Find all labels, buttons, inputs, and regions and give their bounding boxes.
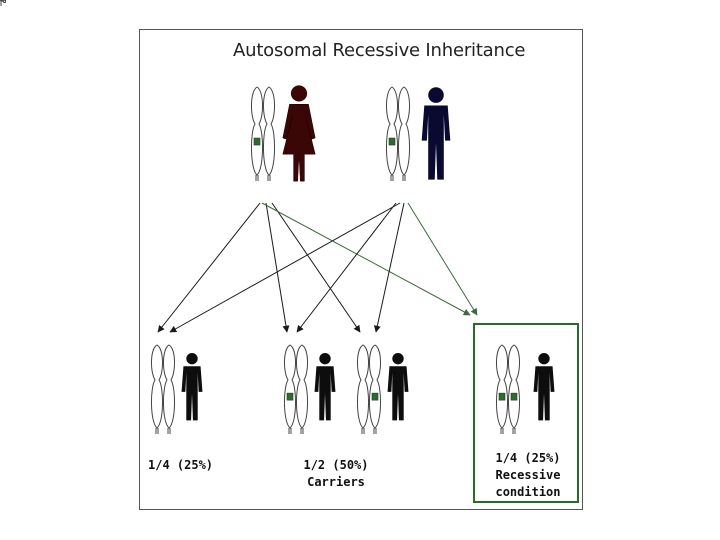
c4-fig-body <box>533 366 555 421</box>
c3-chromo-a <box>357 344 369 429</box>
c3-chromo-b <box>369 344 381 429</box>
father-chromo-a <box>386 86 398 176</box>
mother-fig-head <box>290 85 308 102</box>
father-fig-head <box>428 87 444 103</box>
arrow-mother-to-child-4 <box>261 202 471 316</box>
offspring-3-figure-icon <box>387 352 409 421</box>
label-carriers: 1/2 (50%) Carriers <box>296 457 376 491</box>
c1-fig-body <box>181 366 203 421</box>
c2-chromo-a <box>284 344 296 429</box>
c3-chromo-b-allele-marker <box>371 392 379 401</box>
c4-chromo-a <box>496 344 508 429</box>
arrow-father-to-child-2 <box>296 202 397 333</box>
father-chromo-b <box>398 86 410 176</box>
offspring-2-chromosomes <box>284 344 308 434</box>
mother-chromo-a-allele-marker <box>253 137 261 146</box>
male-figure-icon <box>421 87 451 180</box>
arrow-mother-to-child-1 <box>157 202 261 333</box>
c4-chromo-a-allele-marker <box>498 392 506 401</box>
c2-fig-body <box>314 366 336 421</box>
offspring-2-figure-icon <box>314 352 336 421</box>
diagram-title: Autosomal Recessive Inheritance <box>233 40 526 61</box>
c1-chromo-a <box>151 344 163 429</box>
c1-fig-head <box>186 352 198 365</box>
recessive-condition-highlight-box <box>473 323 579 503</box>
offspring-4-chromosomes <box>496 344 520 434</box>
c4-fig-head <box>538 352 550 365</box>
label-affected-ratio: 1/4 (25%) <box>495 451 561 465</box>
arrow-father-to-child-3 <box>373 202 405 333</box>
arrow-father-to-child-1 <box>169 202 401 333</box>
label-affected-text-2: condition <box>495 485 561 499</box>
father-fig-body <box>421 105 451 180</box>
offspring-3-chromosomes <box>357 344 381 434</box>
mother-chromo-b <box>263 86 275 176</box>
offspring-4-figure-icon <box>533 352 555 421</box>
c2-chromo-a-allele-marker <box>286 392 294 401</box>
inheritance-arrows <box>157 202 478 333</box>
mother-chromosome-pair <box>0 0 275 181</box>
label-unaffected-ratio: 1/4 (25%) <box>148 458 214 472</box>
label-carriers-text: Carriers <box>307 475 365 489</box>
arrow-mother-to-child-2 <box>265 202 290 333</box>
c2-fig-head <box>319 352 331 365</box>
c1-chromo-b <box>163 344 175 429</box>
arrow-father-to-child-4 <box>407 202 478 316</box>
father-chromo-a-allele-marker <box>388 137 396 146</box>
label-unaffected: 1/4 (25%) <box>148 457 213 474</box>
mother-chromo-a <box>251 86 263 176</box>
c4-chromo-b <box>508 344 520 429</box>
mother-fig-body <box>282 104 316 182</box>
arrow-mother-to-child-3 <box>271 202 361 333</box>
offspring-1-chromosomes <box>151 344 175 434</box>
female-figure-icon <box>282 85 316 182</box>
label-affected-text-1: Recessive <box>495 468 561 482</box>
c2-chromo-b <box>296 344 308 429</box>
diagram-frame <box>139 29 583 510</box>
offspring-1-figure-icon <box>181 352 203 421</box>
label-affected: 1/4 (25%) Recessive condition <box>488 450 568 501</box>
c3-fig-body <box>387 366 409 421</box>
c4-chromo-b-allele-marker <box>510 392 518 401</box>
father-chromosome-pair <box>386 86 410 181</box>
c3-fig-head <box>392 352 404 365</box>
mother-chromo-b <box>0 0 6 4</box>
label-carriers-ratio: 1/2 (50%) <box>303 458 369 472</box>
